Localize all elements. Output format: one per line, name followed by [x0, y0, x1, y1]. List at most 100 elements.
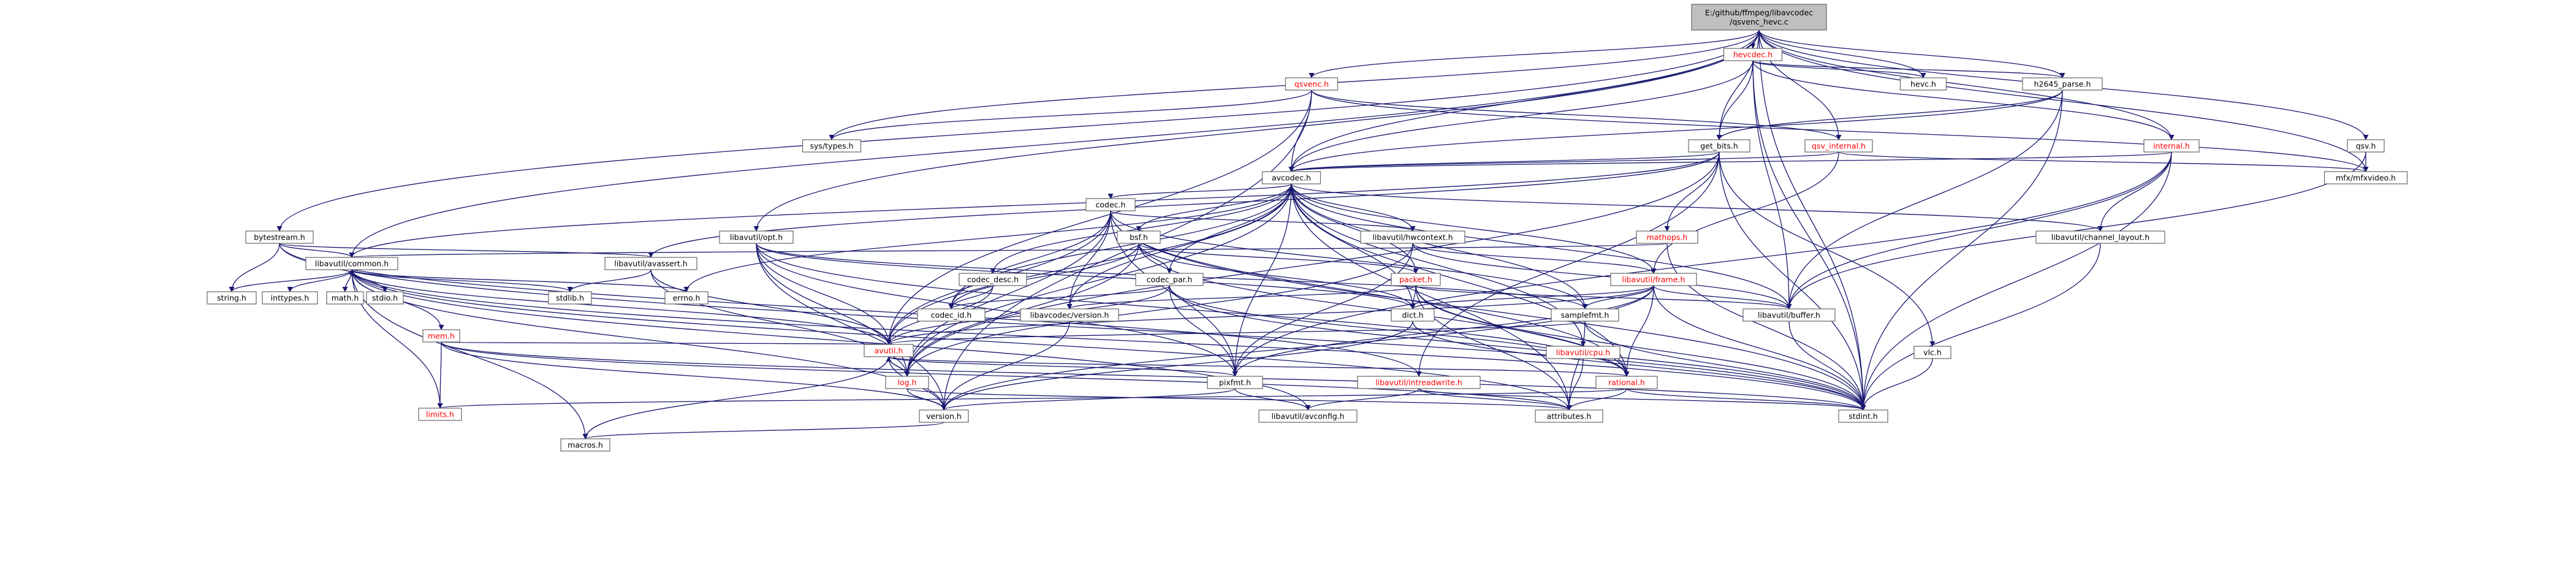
- node-label: libavutil/buffer.h: [1758, 311, 1820, 320]
- include-edge-hevcdec-getbits: [1716, 60, 1753, 140]
- include-edge-codec-avcversion: [1066, 210, 1111, 309]
- node-macros[interactable]: macros.h: [560, 438, 610, 452]
- node-avutil[interactable]: avutil.h: [864, 344, 914, 357]
- include-edge-samplefmt-stdint: [1584, 321, 1866, 411]
- node-vlc[interactable]: vlc.h: [1913, 346, 1951, 359]
- node-errno[interactable]: errno.h: [664, 291, 709, 305]
- node-codecdesc[interactable]: codec_desc.h: [959, 273, 1027, 286]
- include-edge-frame-buffer: [1653, 285, 1792, 309]
- include-edge-qsvenc-mfxvideo: [1311, 89, 2369, 172]
- node-bsf[interactable]: bsf.h: [1117, 230, 1161, 244]
- node-label: libavutil/opt.h: [730, 233, 783, 242]
- node-codecid[interactable]: codec_id.h: [917, 308, 986, 322]
- include-edge-internal-avcodec: [1289, 151, 2172, 172]
- node-buffer[interactable]: libavutil/buffer.h: [1742, 308, 1836, 322]
- node-label: attributes.h: [1547, 412, 1592, 421]
- node-box: [1838, 409, 1888, 423]
- include-edge-avcodec-attributes: [1291, 183, 1572, 411]
- node-hevc[interactable]: hevc.h: [1899, 77, 1947, 91]
- include-edge-getbits-stdint: [1719, 151, 1866, 411]
- node-label: log.h: [898, 378, 917, 387]
- include-edge-frame-avutil: [886, 285, 1654, 345]
- node-box: [917, 308, 986, 322]
- node-hwcontext[interactable]: libavutil/hwcontext.h: [1360, 230, 1465, 244]
- node-label: h2645_parse.h: [2034, 80, 2091, 89]
- node-label: /qsvenc_hevc.c: [1730, 17, 1788, 26]
- node-label: internal.h: [2153, 142, 2190, 151]
- node-limits[interactable]: limits.h: [418, 408, 462, 421]
- node-label: stdio.h: [372, 294, 398, 303]
- node-systypes[interactable]: sys/types.h: [802, 139, 862, 153]
- node-codec[interactable]: codec.h: [1085, 198, 1136, 211]
- node-box: [1636, 230, 1698, 244]
- node-version[interactable]: version.h: [919, 409, 969, 423]
- node-box: [1535, 409, 1603, 423]
- include-edge-avcodec-errno: [683, 183, 1292, 292]
- node-stdio[interactable]: stdio.h: [366, 291, 404, 305]
- include-edge-common-string: [229, 269, 352, 292]
- node-stdlib[interactable]: stdlib.h: [548, 291, 592, 305]
- node-qsv[interactable]: qsv.h: [2347, 139, 2385, 153]
- node-label: libavutil/channel_layout.h: [2051, 233, 2150, 242]
- node-string[interactable]: string.h: [207, 291, 257, 305]
- node-mfxvideo[interactable]: mfx/mfxvideo.h: [2323, 171, 2408, 184]
- include-edge-bsf-codecpar: [1138, 243, 1172, 274]
- include-edge-qsvinternal-mfxvideo: [1838, 151, 2369, 172]
- include-edge-codec-codecid: [948, 210, 1111, 309]
- include-edge-avassert-avutil: [650, 269, 892, 345]
- node-dict[interactable]: dict.h: [1391, 308, 1435, 322]
- node-label: inttypes.h: [271, 294, 310, 303]
- include-edge-h2645-getbits: [1716, 89, 2063, 140]
- node-label: codec.h: [1096, 200, 1126, 210]
- node-internal[interactable]: internal.h: [2143, 139, 2200, 153]
- include-edge-hwcontext-buffer: [1412, 243, 1792, 309]
- node-avassert[interactable]: libavutil/avassert.h: [604, 257, 697, 270]
- node-box: [1688, 139, 1750, 153]
- node-box: [366, 291, 404, 305]
- include-edge-channellayout-stdint: [1860, 243, 2101, 411]
- node-pixfmt[interactable]: pixfmt.h: [1207, 376, 1263, 389]
- node-opt[interactable]: libavutil/opt.h: [719, 230, 794, 244]
- include-edge-getbits-avcodec: [1288, 151, 1720, 172]
- node-avconfig[interactable]: libavutil/avconfig.h: [1258, 409, 1358, 423]
- node-stdint[interactable]: stdint.h: [1838, 409, 1888, 423]
- node-attributes[interactable]: attributes.h: [1535, 409, 1603, 423]
- node-label: libavutil/intreadwrite.h: [1375, 378, 1462, 387]
- node-rational[interactable]: rational.h: [1595, 376, 1658, 389]
- node-label: rational.h: [1608, 378, 1645, 387]
- node-mem[interactable]: mem.h: [422, 329, 460, 343]
- include-edge-getbits-avassert: [648, 151, 1720, 258]
- node-hevcdec[interactable]: hevcdec.h: [1723, 48, 1783, 61]
- include-edge-frame-stdint: [1653, 285, 1866, 411]
- node-qsvenc[interactable]: qsvenc.h: [1285, 77, 1339, 91]
- include-edge-avcodec-frame: [1291, 183, 1657, 274]
- node-avcversion[interactable]: libavcodec/version.h: [1020, 308, 1119, 322]
- node-label: bsf.h: [1130, 233, 1148, 242]
- node-bytestream[interactable]: bytestream.h: [245, 230, 314, 244]
- node-qsvinternal[interactable]: qsv_internal.h: [1804, 139, 1873, 153]
- node-intreadwrite[interactable]: libavutil/intreadwrite.h: [1357, 376, 1481, 389]
- include-edge-getbits-mathops: [1664, 151, 1720, 232]
- node-log[interactable]: log.h: [885, 376, 929, 389]
- node-frame[interactable]: libavutil/frame.h: [1610, 273, 1697, 286]
- node-getbits[interactable]: get_bits.h: [1688, 139, 1750, 153]
- node-codecpar[interactable]: codec_par.h: [1135, 273, 1204, 286]
- include-edge-avcodec-codecdesc: [990, 183, 1292, 274]
- include-edge-mem-attributes: [441, 341, 1572, 411]
- node-h2645[interactable]: h2645_parse.h: [2022, 77, 2103, 91]
- node-channellayout[interactable]: libavutil/channel_layout.h: [2035, 230, 2165, 244]
- node-math[interactable]: math.h: [326, 291, 364, 305]
- node-common[interactable]: libavutil/common.h: [305, 257, 398, 270]
- node-label: stdlib.h: [556, 294, 584, 303]
- node-packet[interactable]: packet.h: [1391, 273, 1441, 286]
- node-box: [802, 139, 862, 153]
- node-box: [864, 344, 914, 357]
- include-edge-codec-log: [904, 210, 1111, 377]
- include-edge-bsf-dict: [1138, 243, 1416, 309]
- node-avcodec[interactable]: avcodec.h: [1261, 171, 1321, 184]
- node-label: version.h: [926, 412, 962, 421]
- node-samplefmt[interactable]: samplefmt.h: [1551, 308, 1619, 322]
- node-cpu[interactable]: libavutil/cpu.h: [1546, 346, 1620, 359]
- node-mathops[interactable]: mathops.h: [1636, 230, 1698, 244]
- node-inttypes[interactable]: inttypes.h: [262, 291, 318, 305]
